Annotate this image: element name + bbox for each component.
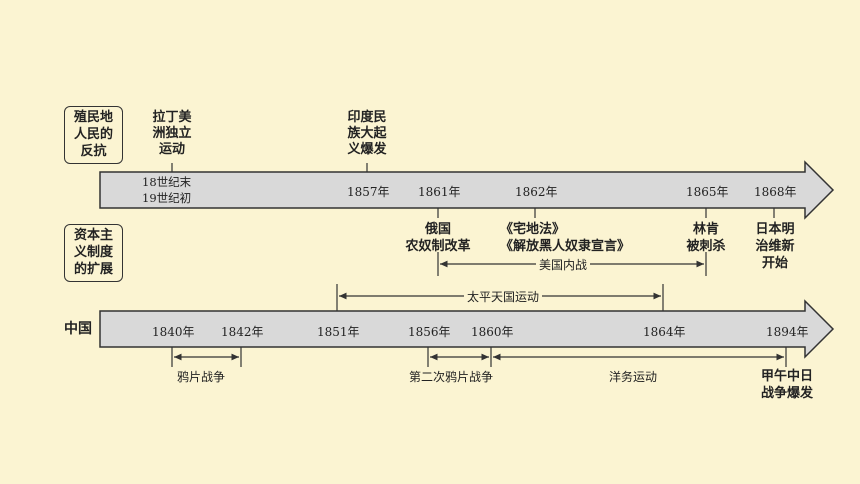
year-1894: 1894年 — [766, 325, 809, 339]
label-civil-war: 美国内战 — [536, 256, 591, 273]
top-timeline-arrow — [99, 160, 835, 220]
label-second-opium-war: 第二次鸦片战争 — [406, 368, 497, 385]
label-westernization-movement: 洋务运动 — [606, 368, 661, 385]
event-lincoln-assassinated: 林肯 被刺杀 — [686, 222, 726, 254]
bottom-timeline-arrow — [99, 299, 835, 359]
event-sino-japanese-war: 甲午中日 战争爆发 — [760, 369, 813, 401]
year-1856: 1856年 — [408, 325, 451, 339]
category-capitalism-expansion: 资本主 义制度 的扩展 — [64, 224, 123, 282]
year-1862: 1862年 — [515, 185, 558, 199]
category-colonial-resistance: 殖民地 人民的 反抗 — [64, 106, 123, 164]
year-1851: 1851年 — [317, 325, 360, 339]
year-c18-19: 18世纪末 19世纪初 — [142, 175, 192, 205]
year-1840: 1840年 — [152, 325, 195, 339]
label-taiping: 太平天国运动 — [464, 288, 543, 305]
year-1842: 1842年 — [221, 325, 264, 339]
event-indian-rebellion: 印度民 族大起 义爆发 — [347, 110, 387, 157]
year-1861: 1861年 — [418, 185, 461, 199]
year-1865: 1865年 — [686, 185, 729, 199]
event-latin-american-independence: 拉丁美 洲独立 运动 — [152, 110, 192, 157]
year-1860: 1860年 — [471, 325, 514, 339]
year-1868: 1868年 — [754, 185, 797, 199]
event-meiji-restoration: 日本明 治维新 开始 — [755, 222, 795, 271]
year-1857: 1857年 — [347, 185, 390, 199]
event-homestead-emancipation: 《宅地法》 《解放黑人奴隶宣言》 — [500, 222, 631, 254]
event-russia-serf-reform: 俄国 农奴制改革 — [405, 222, 471, 254]
label-opium-war: 鸦片战争 — [174, 368, 229, 385]
year-1864: 1864年 — [643, 325, 686, 339]
category-china: 中国 — [64, 321, 92, 337]
